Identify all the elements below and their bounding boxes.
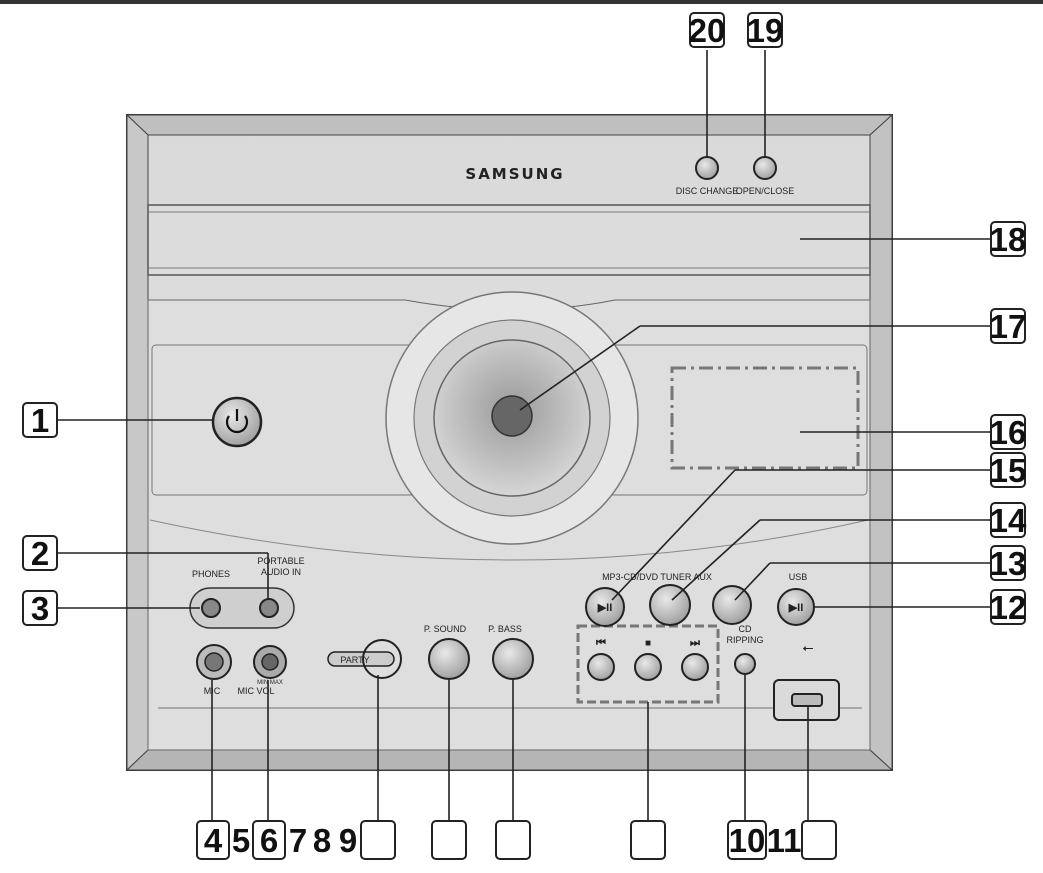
- callout-blank-c: [495, 820, 531, 860]
- callout-5: 5: [231, 821, 251, 859]
- party-button[interactable]: [362, 639, 402, 679]
- tuner-aux-button[interactable]: [712, 585, 752, 625]
- portable-label-2: AUDIO IN: [261, 567, 301, 577]
- callout-blank-e: [801, 820, 837, 860]
- phones-label: PHONES: [192, 569, 230, 579]
- callout-1: 1: [22, 402, 58, 438]
- display-window: [670, 366, 860, 470]
- ripping-label: RIPPING: [726, 635, 763, 645]
- bevel-left: [126, 113, 149, 772]
- usb-play-button[interactable]: [777, 588, 815, 626]
- skip-forward-button[interactable]: [681, 653, 709, 681]
- portable-audio-jack[interactable]: [259, 598, 279, 618]
- brand-logo: SAMSUNG: [465, 165, 564, 183]
- callout-blank-d: [630, 820, 666, 860]
- play-pause-icon: ▶II: [597, 602, 613, 614]
- cd-label: CD: [739, 624, 752, 634]
- callout-14: 14: [989, 501, 1027, 539]
- callout-2: 2: [22, 535, 58, 571]
- usb-play-icon: ▶II: [788, 602, 804, 614]
- usb-label: USB: [789, 572, 808, 582]
- usb-icon: ⭠: [802, 639, 813, 655]
- cd-ripping-button[interactable]: [734, 653, 756, 675]
- callout-13: 13: [989, 544, 1027, 582]
- callout-10: 10: [727, 820, 767, 860]
- top-border: [0, 0, 1043, 4]
- stop-button[interactable]: [634, 653, 662, 681]
- disc-tray: [147, 204, 871, 276]
- stop-icon: ■: [645, 638, 651, 649]
- p-sound-label: P. SOUND: [424, 624, 467, 634]
- leader-lines: [58, 50, 990, 820]
- party-label: PARTY: [340, 655, 369, 665]
- p-bass-label: P. BASS: [488, 624, 522, 634]
- bevel-top: [125, 114, 894, 136]
- callout-9: 9: [338, 821, 358, 859]
- mode-buttons-label: MP3-CD/DVD TUNER AUX: [602, 572, 712, 582]
- remote-sensor: [491, 395, 533, 437]
- bevel-bottom: [125, 749, 894, 771]
- bevel-right: [869, 113, 893, 772]
- callout-18: 18: [989, 220, 1027, 258]
- usb-port[interactable]: [791, 693, 823, 707]
- callout-6: 6: [252, 820, 286, 860]
- portable-label-1: PORTABLE: [257, 556, 304, 566]
- mic-vol-label: MIC VOL: [237, 686, 274, 696]
- open-close-label: OPEN/CLOSE: [736, 186, 795, 196]
- callout-15: 15: [989, 451, 1027, 489]
- skip-forward-icon: ⏭: [690, 637, 700, 649]
- disc-change-button[interactable]: [695, 156, 719, 180]
- disc-change-label: DISC CHANGE: [676, 186, 739, 196]
- skip-back-icon: ⏮: [596, 637, 606, 649]
- phones-jack[interactable]: [201, 598, 221, 618]
- callout-16: 16: [989, 413, 1027, 451]
- party-slot: [327, 651, 395, 667]
- callout-19: 19: [746, 11, 784, 49]
- callout-17: 17: [989, 307, 1027, 345]
- min-max-label: MIN MAX: [257, 680, 283, 686]
- p-sound-button[interactable]: [428, 638, 470, 680]
- p-bass-button[interactable]: [492, 638, 534, 680]
- callout-11: 11: [766, 821, 802, 859]
- callout-12: 12: [989, 588, 1027, 626]
- callout-blank-b: [431, 820, 467, 860]
- callout-3: 3: [22, 590, 58, 626]
- callout-20: 20: [688, 11, 726, 49]
- open-close-button[interactable]: [753, 156, 777, 180]
- callout-4: 4: [196, 820, 230, 860]
- skip-back-button[interactable]: [587, 653, 615, 681]
- callout-blank-a: [360, 820, 396, 860]
- function-button[interactable]: [649, 584, 691, 626]
- power-button[interactable]: [211, 396, 263, 448]
- callout-8: 8: [312, 821, 332, 859]
- callout-7: 7: [288, 821, 308, 859]
